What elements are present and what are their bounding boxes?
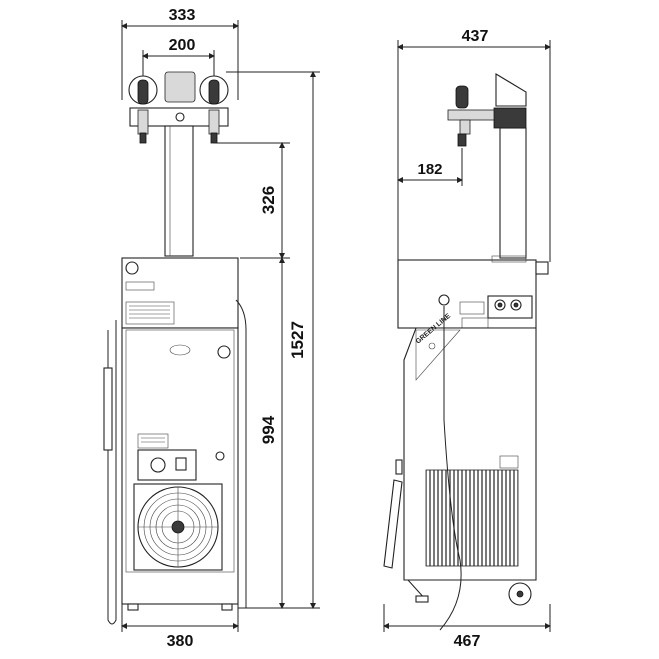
cooling-fan xyxy=(133,483,223,571)
side-tower-column xyxy=(499,127,527,259)
tower-head xyxy=(128,71,229,144)
side-view: 437 182 xyxy=(383,28,551,650)
dim-side-total-width: 437 xyxy=(397,28,551,262)
info-plate xyxy=(137,433,169,449)
dim-front-total-width: 333 xyxy=(121,7,239,100)
dim-label-333: 333 xyxy=(169,7,196,24)
dim-front-base-width: 380 xyxy=(121,604,239,650)
dim-label-326: 326 xyxy=(259,186,278,214)
side-vent-grille xyxy=(425,469,519,567)
dim-label-182: 182 xyxy=(417,161,442,178)
tower-column xyxy=(164,125,194,257)
side-tap-housing xyxy=(493,107,527,129)
cabinet-upper xyxy=(121,257,239,329)
beer-line-hose xyxy=(439,306,462,631)
dim-front-cabinet-height: 994 xyxy=(240,257,290,609)
dim-label-200: 200 xyxy=(169,37,196,54)
dim-front-tap-spacing: 200 xyxy=(142,37,215,80)
thermostat-knob xyxy=(150,457,166,473)
side-tower-head xyxy=(447,73,527,147)
dim-front-total-height: 1527 xyxy=(226,71,320,609)
dim-label-467: 467 xyxy=(454,633,481,650)
door-knob xyxy=(217,345,231,359)
side-tap-handle xyxy=(455,85,469,109)
dim-label-994: 994 xyxy=(259,415,278,444)
side-drip-tray xyxy=(383,479,403,569)
warning-label xyxy=(125,301,175,325)
left-tap-handle xyxy=(137,79,149,105)
dim-label-380: 380 xyxy=(167,633,194,650)
front-view: 333 200 xyxy=(103,7,320,650)
power-switch xyxy=(175,457,187,471)
dim-label-1527: 1527 xyxy=(288,321,307,359)
dim-front-column-height: 326 xyxy=(214,142,290,259)
right-tap-handle xyxy=(208,79,220,105)
side-connector-panel xyxy=(487,295,533,319)
dim-label-437: 437 xyxy=(462,28,489,45)
logo-badge xyxy=(169,344,191,356)
drip-tray-holder xyxy=(103,367,113,451)
dim-side-base-width: 467 xyxy=(383,604,551,650)
dim-side-tap-offset: 182 xyxy=(397,148,463,186)
control-panel xyxy=(137,449,197,481)
